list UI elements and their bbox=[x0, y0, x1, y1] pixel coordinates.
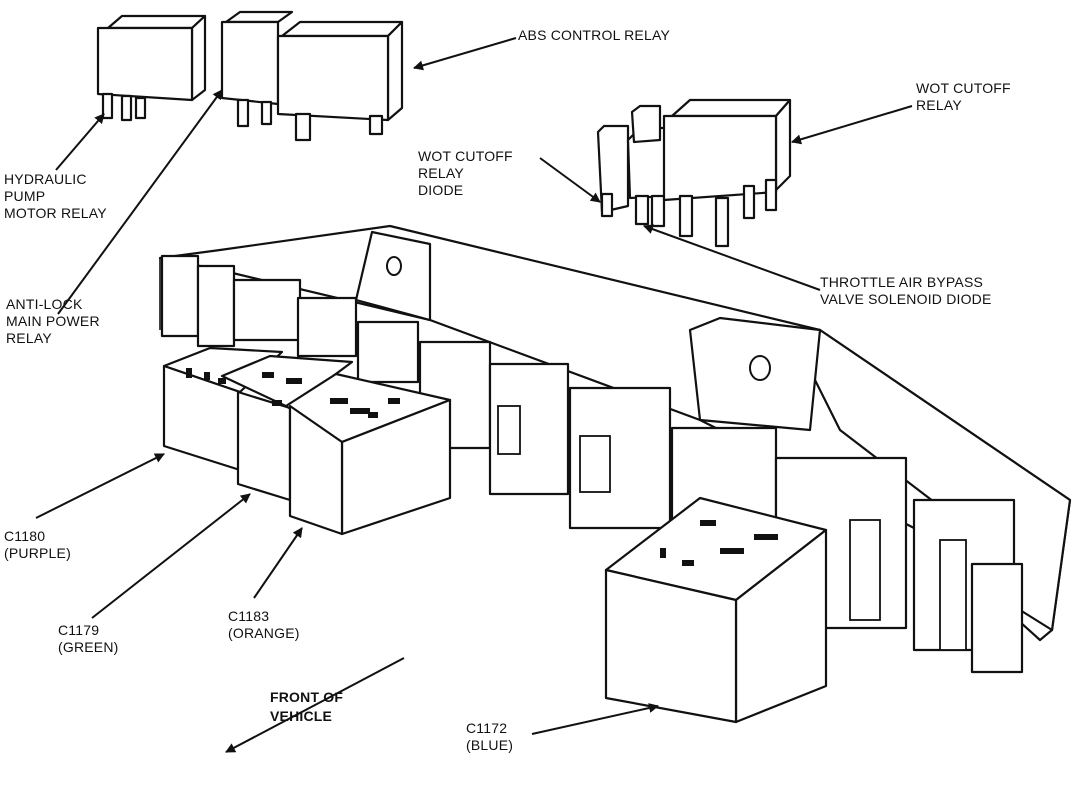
leader-anti-lock-main-power-relay bbox=[57, 89, 223, 315]
label-wot-cutoff-relay-diode: WOT CUTOFF RELAY DIODE bbox=[418, 148, 513, 198]
label-wot-cutoff-relay: WOT CUTOFF RELAY bbox=[916, 80, 1011, 113]
connector-c1179 bbox=[220, 354, 354, 502]
leader-abs-control-relay bbox=[413, 37, 517, 71]
leader-c1172 bbox=[531, 703, 659, 735]
connector-c1180 bbox=[162, 346, 284, 472]
leader-c1183 bbox=[253, 527, 303, 599]
leader-wot-cutoff-relay-diode bbox=[539, 157, 601, 203]
label-front-of-vehicle: FRONT OF VEHICLE bbox=[270, 689, 344, 724]
label-c1172: C1172 (BLUE) bbox=[466, 720, 514, 753]
wot-cutoff-relay-group bbox=[596, 98, 792, 248]
label-c1179: C1179 (GREEN) bbox=[58, 622, 119, 655]
leader-wot-cutoff-relay bbox=[791, 105, 913, 145]
abs-control-relay bbox=[276, 20, 404, 142]
leader-c1179 bbox=[91, 493, 251, 619]
anti-lock-main-power-relay bbox=[220, 10, 294, 128]
front-of-vehicle-arrow bbox=[225, 657, 405, 753]
label-hydraulic-pump-motor-relay: HYDRAULIC PUMP MOTOR RELAY bbox=[4, 171, 107, 221]
connector-c1183 bbox=[284, 372, 452, 536]
label-c1183: C1183 (ORANGE) bbox=[228, 608, 300, 641]
relay-box-body bbox=[158, 224, 1072, 674]
hydraulic-pump-motor-relay bbox=[96, 14, 207, 122]
leader-throttle-air-bypass-diode bbox=[643, 224, 821, 291]
leader-c1180 bbox=[35, 453, 165, 519]
leader-lines bbox=[35, 37, 913, 753]
leader-hydraulic-pump-motor-relay bbox=[55, 113, 105, 171]
label-throttle-air-bypass-valve-solenoid-diode: THROTTLE AIR BYPASS VALVE SOLENOID DIODE bbox=[820, 274, 992, 307]
label-c1180: C1180 (PURPLE) bbox=[4, 528, 71, 561]
label-abs-control-relay: ABS CONTROL RELAY bbox=[518, 27, 670, 43]
connector-c1172 bbox=[604, 496, 828, 724]
label-anti-lock-main-power-relay: ANTI-LOCK MAIN POWER RELAY bbox=[6, 296, 100, 346]
